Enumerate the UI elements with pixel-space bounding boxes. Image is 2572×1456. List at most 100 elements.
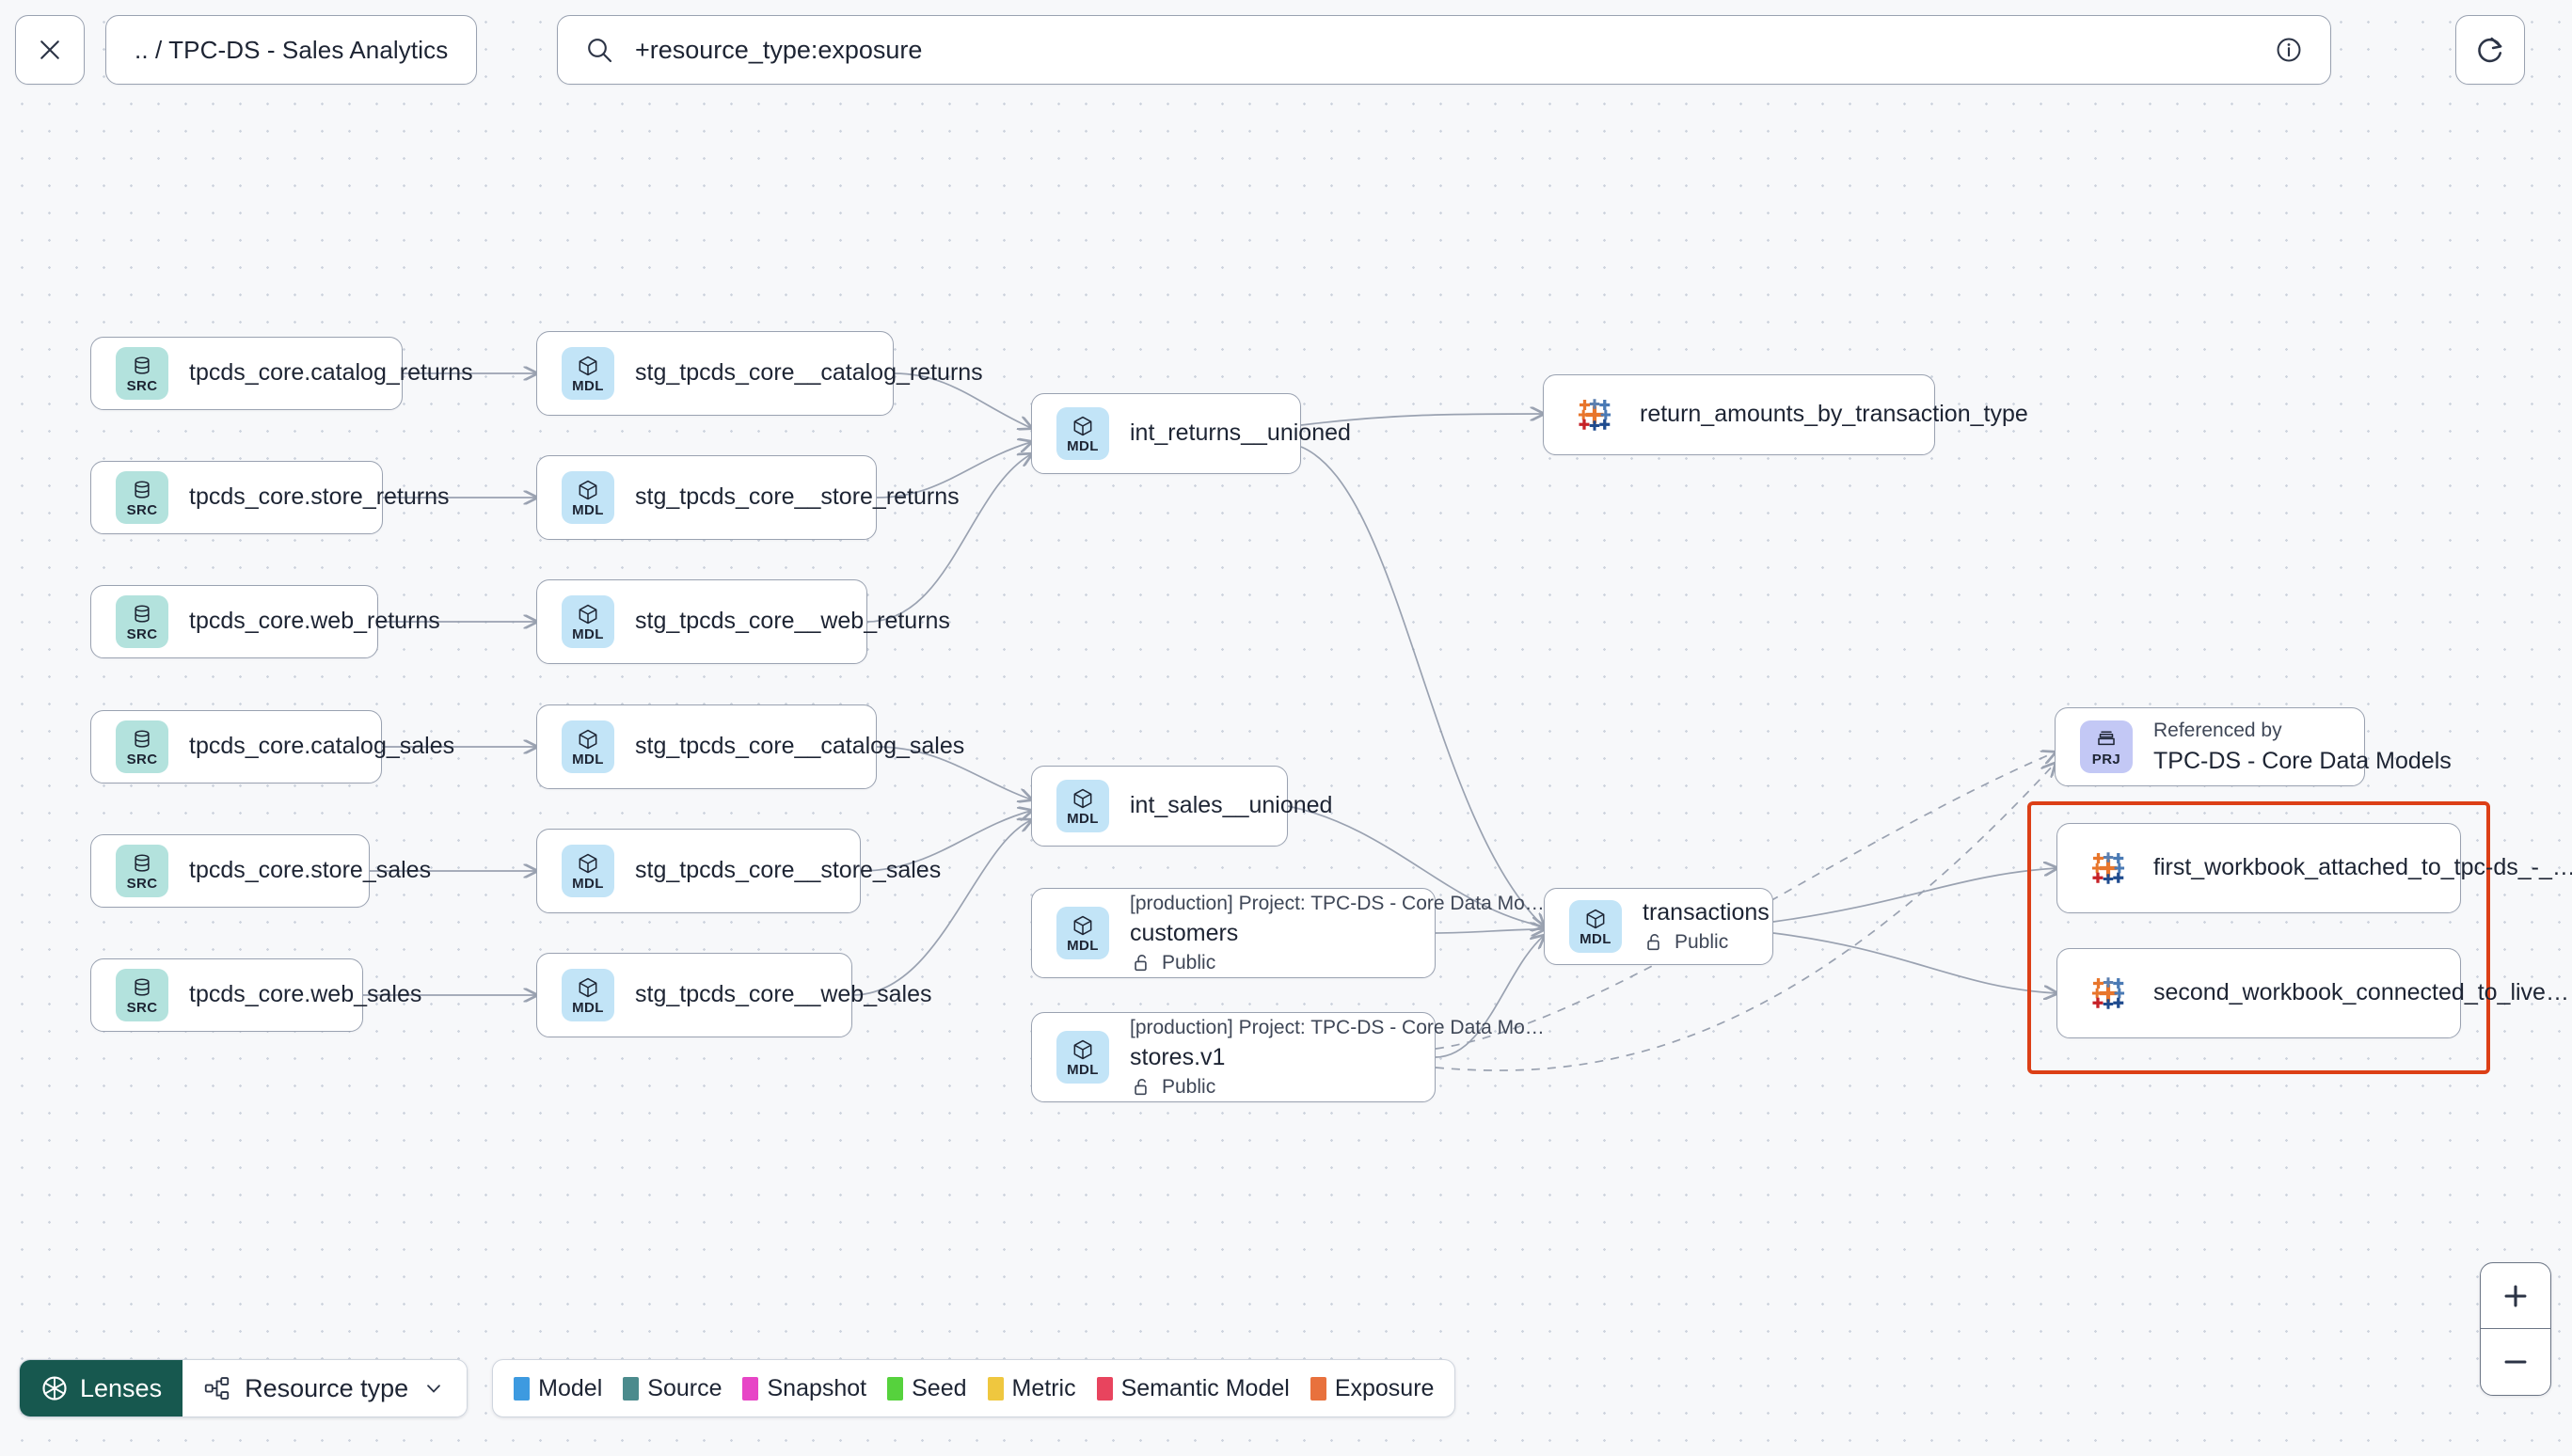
node-badge-exposure [1568,388,1621,441]
legend-label: Semantic Model [1120,1374,1290,1401]
node-badge-mdl: MDL [562,347,614,400]
node-badge-mdl: MDL [562,471,614,524]
node-badge-mdl: MDL [562,969,614,1021]
node-subtitle: [production] Project: TPC-DS - Core Data… [1130,892,1545,914]
zoom-in-button[interactable] [2481,1263,2550,1329]
lenses-label: Lenses [80,1373,163,1402]
node-badge-prj: PRJ [2080,720,2133,773]
node-badge-text: PRJ [2091,752,2121,768]
node-badge-src: SRC [116,845,168,897]
lenses-button[interactable]: Lenses [20,1360,183,1416]
graph-node-second_workbook[interactable]: second_workbook_connected_to_live… [2056,948,2569,1038]
info-icon[interactable] [2274,35,2304,65]
close-button[interactable] [15,15,85,85]
top-toolbar: .. / TPC-DS - Sales Analytics +resource_… [0,0,2572,111]
hierarchy-icon [204,1377,230,1400]
graph-node-src_web_sales[interactable]: SRC tpcds_core.web_sales [90,958,421,1032]
node-badge-text: MDL [1067,938,1099,954]
node-text: tpcds_core.store_returns [189,483,450,512]
node-text: tpcds_core.web_returns [189,607,440,636]
project-icon [2098,731,2115,746]
node-text: stg_tpcds_core__web_returns [635,607,950,636]
node-badge-text: SRC [126,752,158,768]
resource-type-label: Resource type [245,1373,409,1402]
node-badge-mdl: MDL [562,845,614,897]
legend-item[interactable]: Seed [887,1375,967,1402]
node-label: tpcds_core.web_returns [189,608,440,635]
resource-type-dropdown[interactable]: Resource type [183,1360,468,1416]
database-icon [135,730,150,748]
node-text: second_workbook_connected_to_live… [2153,978,2569,1007]
zoom-controls [2480,1262,2551,1396]
node-badge-src: SRC [116,969,168,1021]
node-badge-src: SRC [116,471,168,524]
cube-icon [579,853,597,874]
search-input[interactable]: +resource_type:exposure [557,15,2331,85]
cube-icon [579,604,597,625]
node-label: stores.v1 [1130,1044,1226,1071]
node-badge-text: SRC [126,502,158,518]
node-badge-mdl: MDL [1056,1031,1109,1084]
graph-node-stores_v1[interactable]: MDL [production] Project: TPC-DS - Core D… [1031,1012,1545,1102]
node-text: tpcds_core.web_sales [189,980,421,1009]
graph-node-src_store_returns[interactable]: SRC tpcds_core.store_returns [90,461,450,534]
node-label: return_amounts_by_transaction_type [1640,401,2028,428]
node-badge-text: MDL [1067,438,1099,454]
cube-icon [1586,909,1605,929]
node-text: return_amounts_by_transaction_type [1640,400,2028,429]
database-icon [135,854,150,872]
graph-node-customers[interactable]: MDL [production] Project: TPC-DS - Core D… [1031,888,1545,978]
aperture-icon [42,1376,67,1401]
refresh-icon [2478,37,2502,63]
node-badge-mdl: MDL [1569,900,1622,953]
cube-icon [1073,915,1092,936]
cube-icon [1073,1039,1092,1060]
legend-swatch [987,1376,1004,1401]
legend-item[interactable]: Semantic Model [1096,1374,1290,1402]
cube-icon [1073,788,1092,809]
legend-swatch [1096,1376,1113,1401]
search-icon [584,35,614,65]
node-badge-text: MDL [572,378,604,394]
node-subtitle: [production] Project: TPC-DS - Core Data… [1130,1016,1545,1038]
legend-item[interactable]: Source [623,1375,722,1402]
legend-item[interactable]: Exposure [1310,1375,1434,1402]
node-label: stg_tpcds_core__web_returns [635,608,950,635]
node-label: tpcds_core.catalog_returns [189,359,473,387]
graph-node-first_workbook[interactable]: first_workbook_attached_to_tpc-ds_-_… [2056,823,2572,913]
unlock-icon [1647,934,1659,951]
legend-item[interactable]: Model [514,1375,602,1402]
unlock-icon [1135,1079,1147,1096]
node-label: first_workbook_attached_to_tpc-ds_-_… [2153,854,2572,881]
node-text: [production] Project: TPC-DS - Core Data… [1130,1015,1545,1100]
refresh-button[interactable] [2455,15,2525,85]
legend-item[interactable]: Metric [987,1375,1076,1402]
tableau-icon [2091,852,2125,884]
legend-swatch [887,1376,904,1401]
node-badge-mdl: MDL [1056,907,1109,959]
zoom-out-button[interactable] [2481,1329,2550,1395]
plus-icon [2504,1285,2527,1306]
node-visibility: Public [1643,930,1748,955]
node-badge-text: MDL [1580,931,1611,947]
tableau-icon [2091,977,2125,1009]
graph-node-return_amounts[interactable]: return_amounts_by_transaction_type [1543,374,2028,455]
legend-item[interactable]: Snapshot [742,1375,866,1402]
breadcrumb[interactable]: .. / TPC-DS - Sales Analytics [105,15,478,85]
legend-swatch [1310,1376,1326,1401]
